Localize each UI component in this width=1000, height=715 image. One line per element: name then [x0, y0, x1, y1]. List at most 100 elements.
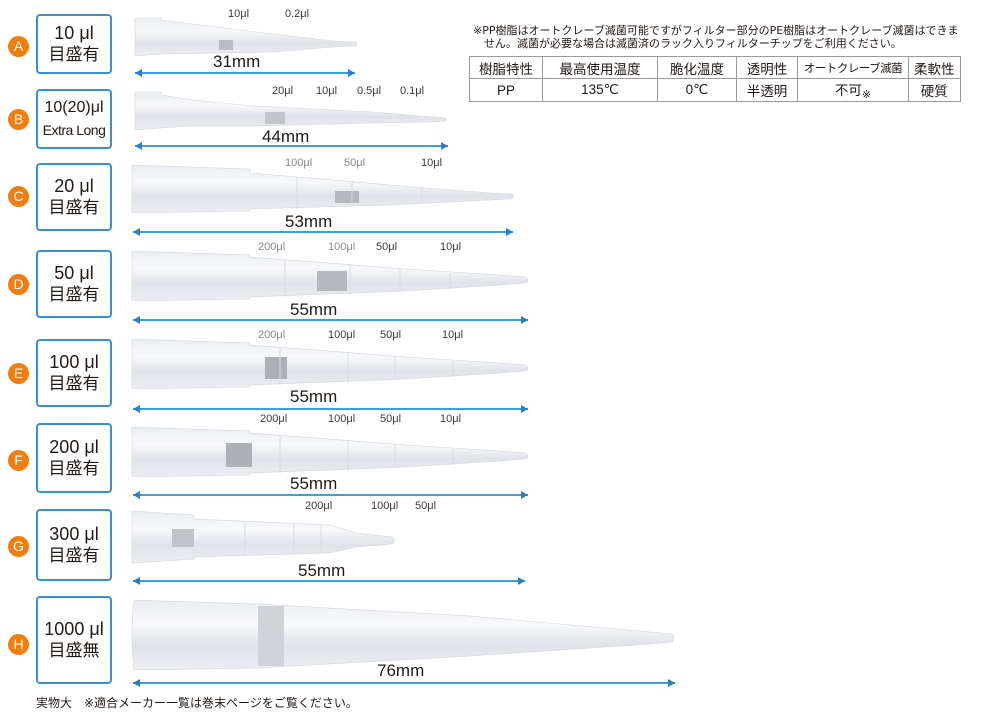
spec-value-autoclave: 不可※	[797, 78, 909, 102]
pipette-tip-image	[131, 338, 529, 389]
tip-length: 55mm	[298, 561, 346, 580]
graduation-label: 10μl	[442, 329, 464, 341]
tip-row-e: E 100 μl 目盛有 200μl 100μl 50μl 10μl 55mm	[0, 325, 700, 413]
pipette-tip-image	[131, 599, 675, 670]
tip-letter-badge: H	[8, 634, 29, 655]
footnote-mark: ※	[861, 89, 872, 101]
graduation-label: 200μl	[260, 413, 288, 425]
tip-letter-badge: C	[8, 186, 29, 207]
measure-line	[133, 577, 525, 585]
graduation-label: 100μl	[328, 413, 356, 425]
tip-row-g: G 300 μl 目盛有 200μl 100μl 50μl 55mm	[0, 495, 700, 590]
tip-volume: 10 μl	[54, 23, 94, 43]
tip-row-f: F 200 μl 目盛有 200μl 100μl 50μl 10μl 55mm	[0, 410, 700, 499]
pipette-tip-image	[134, 91, 447, 130]
tip-length: 31mm	[213, 52, 261, 71]
tip-letter-badge: A	[8, 36, 29, 57]
graduation-label: 0.5μl	[357, 85, 382, 97]
tip-volume: 1000 μl	[44, 619, 104, 639]
graduation-label: 0.2μl	[285, 8, 310, 20]
spec-value-resin: PP	[469, 78, 543, 102]
graduation-label: 10μl	[228, 8, 250, 20]
spec-value-transparency: 半透明	[736, 78, 798, 102]
tip-sub-label: 目盛有	[48, 198, 100, 218]
graduation-label: 10μl	[440, 241, 462, 253]
tip-letter-badge: G	[8, 536, 29, 557]
tip-length: 55mm	[290, 300, 338, 319]
spec-header-autoclave: オートクレーブ滅菌	[797, 56, 909, 79]
tip-label-box: 200 μl 目盛有	[36, 423, 112, 493]
tip-row-h: H 1000 μl 目盛無 76mm	[0, 590, 700, 695]
measure-line	[133, 228, 513, 236]
tip-length: 55mm	[290, 387, 338, 406]
tip-sub-label: 目盛有	[48, 459, 100, 479]
graduation-label: 100μl	[371, 500, 399, 512]
spec-value-flexibility: 硬質	[908, 78, 961, 102]
pipette-tip-image	[131, 426, 529, 477]
graduation-label: 10μl	[440, 413, 462, 425]
tip-length: 53mm	[285, 212, 333, 231]
footer-note: 実物大 ※適合メーカー一覧は巻末ページをご覧ください。	[36, 696, 358, 710]
tip-row-b: B 10(20)μl Extra Long 20μl 10μl 0.5μl 0.…	[0, 80, 700, 155]
autoclave-note-line2: せん。滅菌が必要な場合は滅菌済のラック入りフィルターチップをご利用ください。	[473, 37, 902, 50]
tip-sub-label: 目盛無	[48, 641, 100, 661]
autoclave-note-line1: ※PP樹脂はオートクレーブ滅菌可能ですがフィルター部分のPE樹脂はオートクレーブ…	[473, 24, 959, 37]
measure-line	[135, 142, 448, 150]
tip-volume: 50 μl	[54, 263, 94, 283]
autoclave-note: ※PP樹脂はオートクレーブ滅菌可能ですがフィルター部分のPE樹脂はオートクレーブ…	[473, 24, 993, 50]
spec-value-row: PP 135℃ 0℃ 半透明 不可※ 硬質	[469, 78, 961, 102]
tip-length: 76mm	[377, 661, 425, 680]
pipette-tip-image	[131, 250, 529, 301]
tip-sub-label: 目盛有	[48, 546, 100, 566]
tip-label-box: 10(20)μl Extra Long	[36, 89, 112, 149]
graduation-label: 20μl	[272, 85, 294, 97]
tip-label-box: 100 μl 目盛有	[36, 339, 112, 407]
tip-length: 44mm	[262, 127, 310, 146]
graduation-label: 100μl	[328, 241, 356, 253]
tip-label-box: 1000 μl 目盛無	[36, 596, 112, 684]
resin-spec-table: 樹脂特性 最高使用温度 脆化温度 透明性 オートクレーブ滅菌 柔軟性 PP 13…	[469, 56, 961, 102]
tip-letter-badge: B	[8, 109, 29, 130]
tip-volume: 10(20)μl	[44, 99, 104, 116]
tip-row-a: A 10 μl 目盛有 10μl 0.2μl 31mm	[0, 0, 700, 80]
tip-label-box: 10 μl 目盛有	[36, 14, 112, 74]
tip-letter-badge: D	[8, 274, 29, 295]
graduation-label: 100μl	[328, 329, 356, 341]
pipette-tip-image	[131, 510, 395, 564]
spec-header-max-temp: 最高使用温度	[542, 56, 658, 79]
graduation-label: 200μl	[258, 329, 286, 341]
graduation-label: 50μl	[380, 413, 402, 425]
spec-header-transparency: 透明性	[736, 56, 798, 79]
tip-label-box: 300 μl 目盛有	[36, 509, 112, 581]
pipette-tip-image	[134, 17, 358, 56]
tip-row-d: D 50 μl 目盛有 200μl 100μl 50μl 10μl 55mm	[0, 240, 700, 325]
graduation-label: 10μl	[421, 157, 443, 169]
graduation-label: 0.1μl	[400, 85, 425, 97]
graduation-label: 50μl	[376, 241, 398, 253]
pipette-tip-image	[131, 164, 514, 213]
tip-letter-badge: E	[8, 363, 29, 384]
graduation-label: 200μl	[258, 241, 286, 253]
spec-header-flexibility: 柔軟性	[908, 56, 961, 79]
tip-volume: 200 μl	[49, 437, 99, 457]
graduation-label: 100μl	[285, 157, 313, 169]
measure-line	[133, 679, 675, 687]
tip-length: 55mm	[290, 474, 338, 493]
tip-volume: 300 μl	[49, 524, 99, 544]
tip-label-box: 50 μl 目盛有	[36, 250, 112, 318]
graduation-label: 10μl	[316, 85, 338, 97]
tip-sub-label: 目盛有	[48, 374, 100, 394]
tip-sub-label: Extra Long	[42, 122, 106, 138]
tip-sub-label: 目盛有	[48, 285, 100, 305]
graduation-label: 50μl	[344, 157, 366, 169]
graduation-label: 200μl	[305, 500, 333, 512]
measure-line	[133, 316, 528, 324]
graduation-label: 50μl	[415, 500, 437, 512]
tip-letter-badge: F	[8, 450, 29, 471]
tip-sub-label: 目盛有	[48, 45, 100, 65]
tip-row-c: C 20 μl 目盛有 100μl 50μl 10μl 53mm	[0, 155, 700, 240]
measure-line	[133, 491, 528, 499]
measure-line	[133, 405, 528, 413]
measure-line	[135, 69, 355, 77]
tip-label-box: 20 μl 目盛有	[36, 163, 112, 231]
